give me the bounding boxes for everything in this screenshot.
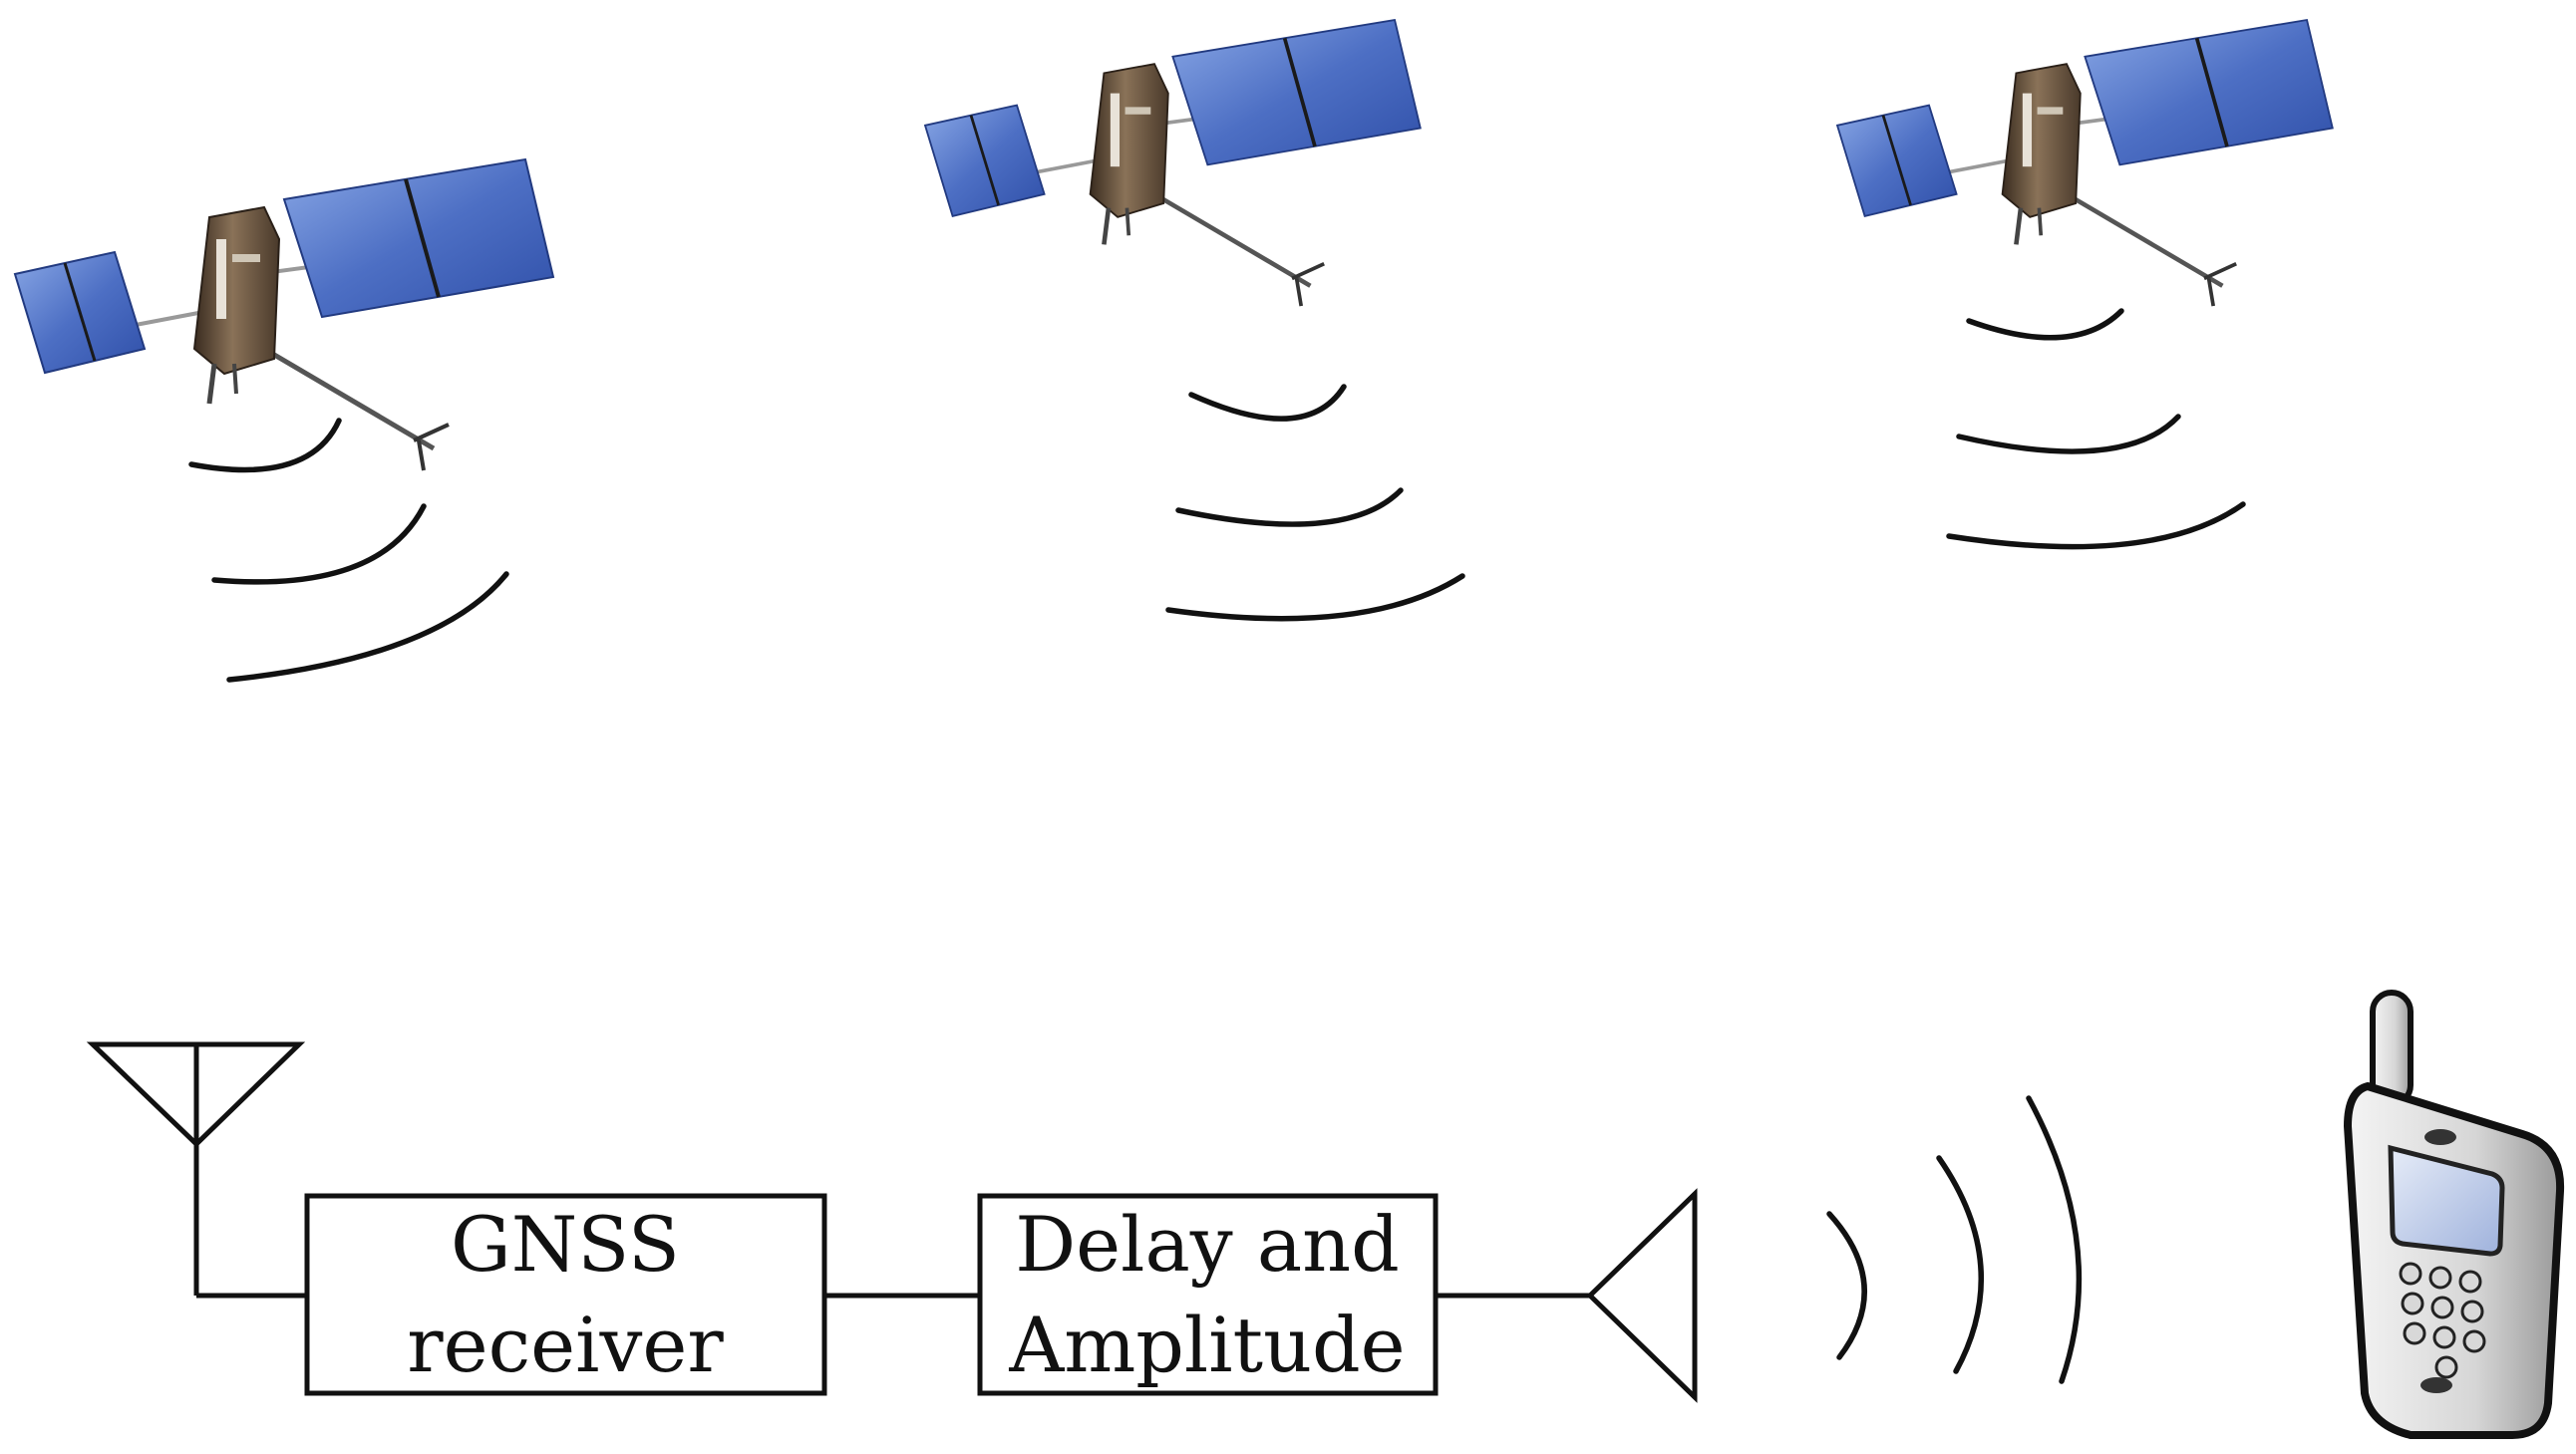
signal-wave-icon [1946,308,2246,550]
antenna-icon [86,1041,306,1296]
signal-wave-icon [1165,384,1465,622]
antenna-icon [1586,1188,1698,1403]
gnss-receiver-block: GNSS receiver [304,1193,827,1396]
delay-label-line1: Delay and [1015,1200,1400,1289]
satellite-icon [1837,20,2333,306]
delay-amplitude-block: Delay and Amplitude [977,1193,1439,1396]
delay-label-line2: Amplitude [1008,1301,1405,1389]
receiver-label-line2: receiver [407,1301,724,1389]
signal-wave-icon [188,418,509,683]
receiver-label-line1: GNSS [451,1200,680,1289]
mobile-phone-icon [2343,990,2565,1439]
satellite-icon [15,159,553,470]
satellite-icon [925,20,1421,306]
signal-wave-icon [1826,1095,2083,1384]
